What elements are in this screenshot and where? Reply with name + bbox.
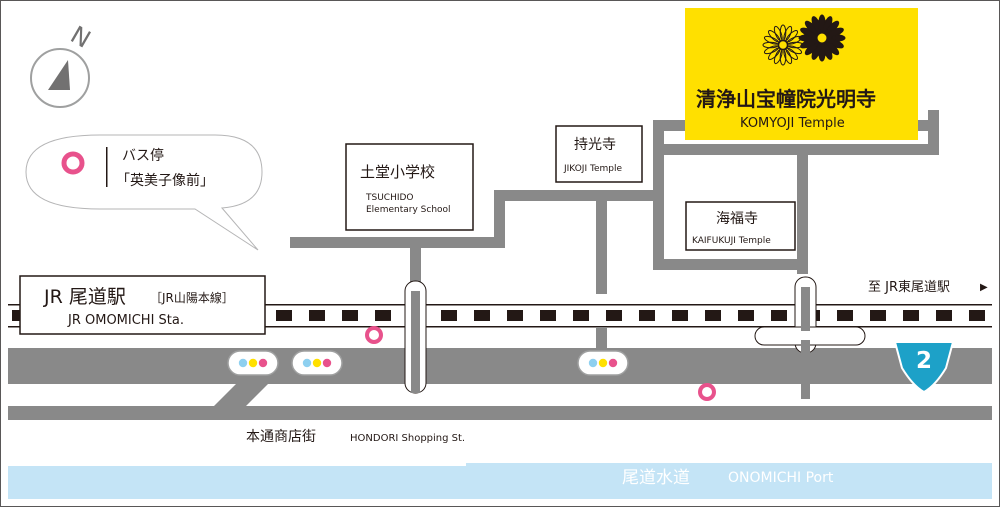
route-2-shield: 2 [893, 341, 955, 394]
main-road [8, 348, 992, 384]
north-arrow-icon [48, 60, 70, 90]
jikoji-name-ja: 持光寺 [574, 137, 616, 153]
rail-tie [672, 310, 688, 321]
traffic-signal [227, 350, 279, 376]
rail-tie [639, 310, 655, 321]
komyoji-name-en: KOMYOJI Temple [740, 116, 845, 131]
bus-stop-bubble [25, 134, 263, 251]
diagonal-road [8, 406, 215, 420]
school-label-box [345, 143, 474, 231]
rail-tie [936, 310, 952, 321]
jikoji-name-en: JIKOJI Temple [563, 164, 622, 174]
bus-stop-name: 「英美子像前」 [116, 172, 214, 189]
waterway-name-en: ONOMICHI Port [728, 470, 834, 486]
rail-tie [375, 310, 391, 321]
traffic-signal [291, 350, 343, 376]
rail-tie [969, 310, 985, 321]
rail-tie [342, 310, 358, 321]
rail-tie [870, 310, 886, 321]
rail-tie [837, 310, 853, 321]
traffic-signal [577, 350, 629, 376]
direction-arrow-icon: ▶ [980, 282, 988, 293]
waterway-step [8, 450, 466, 466]
station-line: ［JR山陽本線］ [150, 290, 234, 305]
chrysanthemum-crest-icon [762, 14, 846, 66]
waterway-name-ja: 尾道水道 [622, 468, 690, 488]
rail-tie [276, 310, 292, 321]
bus-stop-legend-marker [61, 151, 85, 175]
rail-tie [540, 310, 556, 321]
station-label-box [19, 275, 266, 335]
school-name-ja: 土堂小学校 [360, 163, 435, 181]
kaifukuji-name-en: KAIFUKUJI Temple [692, 236, 771, 246]
bus-stop-marker [365, 326, 383, 344]
school-name-en-1: TSUCHIDO [365, 193, 414, 203]
rail-tie [507, 310, 523, 321]
railway-bottom [8, 326, 992, 328]
kaifukuji-label-box [685, 201, 796, 251]
jikoji-label-box [555, 125, 643, 183]
kaifukuji-name-ja: 海福寺 [716, 211, 758, 227]
shopping-street [215, 406, 992, 420]
diagonal-road-link [200, 384, 268, 420]
rail-tie [474, 310, 490, 321]
rail-tie [606, 310, 622, 321]
bus-stop-marker [698, 383, 716, 401]
rail-tie [903, 310, 919, 321]
station-name-en: JR OMOMICHI Sta. [67, 313, 184, 328]
komyoji-name-ja: 清浄山宝幢院光明寺 [696, 87, 876, 111]
rail-tie [771, 310, 787, 321]
station-name-ja: JR 尾道駅 [43, 286, 126, 308]
waterway [8, 463, 992, 499]
school-name-en-2: Elementary School [366, 205, 451, 215]
direction-label: 至 JR東尾道駅 [868, 279, 950, 295]
route-number: 2 [916, 348, 932, 374]
bus-stop-label: バス停 [122, 147, 164, 164]
rail-tie [705, 310, 721, 321]
chrysanthemum-crest-icon [798, 14, 846, 62]
rail-tie [441, 310, 457, 321]
street-name-en: HONDORI Shopping St. [350, 433, 465, 444]
rail-tie [573, 310, 589, 321]
rail-tie [738, 310, 754, 321]
rail-tie [309, 310, 325, 321]
railway-top [8, 304, 992, 306]
street-name-ja: 本通商店街 [246, 429, 316, 445]
